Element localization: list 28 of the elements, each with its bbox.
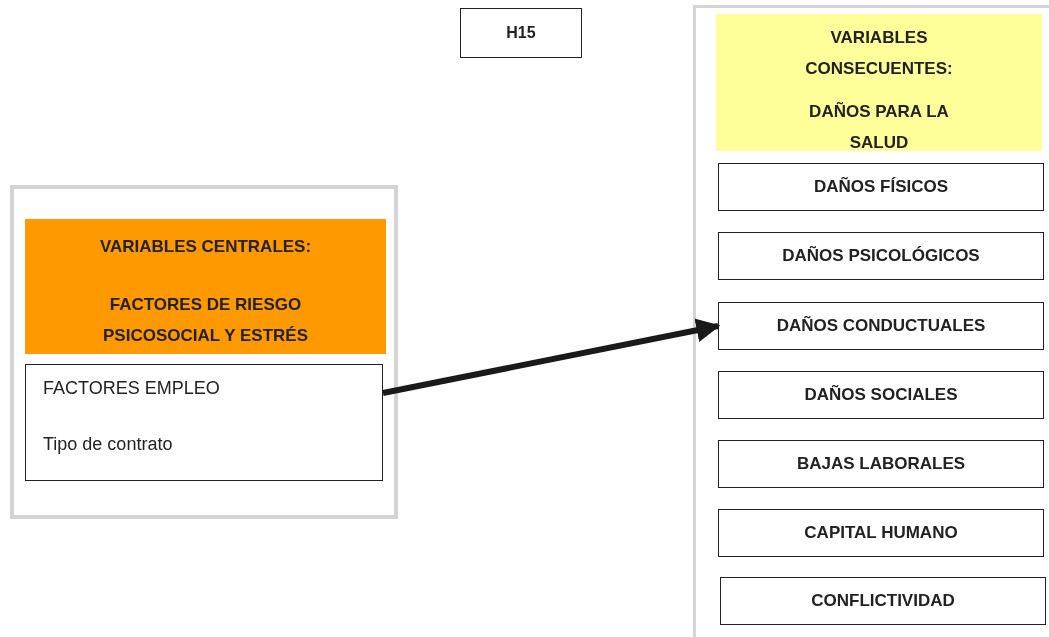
label-box — [460, 8, 582, 58]
body-text: Tipo de contrato — [43, 433, 174, 456]
group-frame — [10, 185, 398, 519]
body-text: DAÑOS PARA LA SALUD — [808, 101, 950, 154]
arrow — [382, 318, 721, 396]
heading-text: DAÑOS FÍSICOS — [813, 177, 949, 197]
group-frame — [693, 5, 1049, 637]
variable-box — [718, 440, 1044, 488]
variable-box — [718, 302, 1044, 350]
header-panel — [716, 14, 1042, 151]
heading-text: DAÑOS CONDUCTUALES — [776, 316, 986, 336]
heading-text: FACTORES EMPLEO — [43, 377, 221, 400]
heading-text: VARIABLES CONSECUENTES: — [804, 27, 954, 80]
heading-text: DAÑOS PSICOLÓGICOS — [782, 246, 980, 266]
body-text: FACTORES DE RIESGO PSICOSOCIAL Y ESTRÉS — [102, 294, 309, 347]
heading-text: H15 — [506, 24, 536, 42]
variable-box — [718, 371, 1044, 419]
variable-box — [25, 364, 383, 481]
heading-text: BAJAS LABORALES — [796, 454, 966, 474]
heading-text: DAÑOS SOCIALES — [804, 385, 958, 405]
heading-text: CAPITAL HUMANO — [804, 523, 958, 543]
variable-box — [718, 163, 1044, 211]
heading-text: CONFLICTIVIDAD — [811, 591, 955, 611]
variable-box — [720, 577, 1046, 625]
header-panel — [25, 219, 386, 354]
heading-text: VARIABLES CENTRALES: — [98, 236, 313, 258]
variable-box — [718, 232, 1044, 280]
variable-box — [718, 509, 1044, 557]
